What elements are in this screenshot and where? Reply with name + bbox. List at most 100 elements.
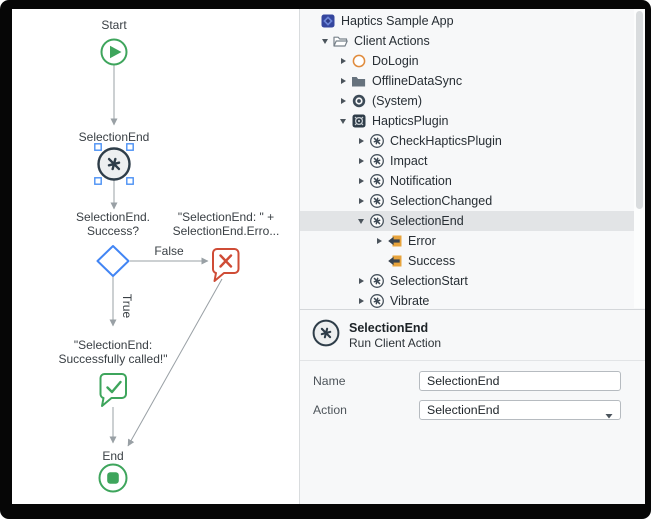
if-node[interactable] [96, 245, 130, 277]
tree-item-success[interactable]: Success [300, 251, 645, 271]
tree-root-app[interactable]: Haptics Sample App [300, 11, 645, 31]
tree-item-label: OfflineDataSync [372, 74, 463, 88]
action-field-label: Action [313, 403, 347, 417]
tree-item-selectionend[interactable]: SelectionEnd [300, 211, 634, 231]
client-action-icon [368, 213, 385, 229]
name-input[interactable] [419, 371, 621, 391]
tree-item-label: SelectionChanged [390, 194, 493, 208]
plugin-icon [350, 114, 367, 128]
tree-item-checkhapticsplugin[interactable]: CheckHapticsPlugin [300, 131, 645, 151]
element-tree: Haptics Sample App Client Actions DoLogi… [300, 9, 645, 310]
tree-item-label: SelectionStart [390, 274, 468, 288]
right-panel: Haptics Sample App Client Actions DoLogi… [299, 9, 645, 504]
selection-handles[interactable] [94, 143, 134, 185]
action-node-label: SelectionEnd [79, 130, 150, 144]
end-label: End [102, 449, 123, 463]
tree-item-offlinedatasync[interactable]: OfflineDataSync [300, 71, 645, 91]
action-field-row: Action SelectionEnd [300, 400, 645, 420]
error-message-node[interactable] [212, 248, 240, 282]
properties-title: SelectionEnd [349, 320, 429, 335]
tree-item-label: Error [408, 234, 436, 248]
output-parameter-icon [386, 233, 403, 249]
run-client-action-node[interactable] [97, 147, 131, 181]
chevron-down-icon[interactable] [354, 217, 368, 225]
tree-item-selectionstart[interactable]: SelectionStart [300, 271, 645, 291]
action-dropdown-value: SelectionEnd [427, 403, 500, 417]
properties-header: SelectionEnd Run Client Action [300, 310, 645, 361]
client-action-icon [368, 293, 385, 309]
name-field-row: Name [300, 371, 645, 391]
tree-root-label: Haptics Sample App [341, 14, 454, 28]
x-icon [219, 254, 233, 268]
tree-item-label: (System) [372, 94, 422, 108]
error-message-label-line1: "SelectionEnd: " + [178, 210, 274, 224]
client-action-icon [368, 173, 385, 189]
client-action-icon [368, 273, 385, 289]
tree-item-label: Notification [390, 174, 452, 188]
end-node[interactable] [98, 463, 128, 493]
run-client-action-icon [312, 319, 340, 352]
chevron-right-icon[interactable] [354, 157, 368, 165]
action-dropdown[interactable]: SelectionEnd [419, 400, 621, 420]
client-action-icon [368, 133, 385, 149]
chevron-right-icon[interactable] [354, 177, 368, 185]
true-branch-label: True [120, 294, 134, 319]
play-icon [110, 45, 122, 59]
chevron-right-icon[interactable] [354, 277, 368, 285]
if-label-line2: Success? [87, 224, 139, 238]
tree-item-label: Impact [390, 154, 428, 168]
start-label: Start [101, 18, 127, 32]
stop-icon [107, 472, 119, 484]
flow-canvas[interactable]: Start SelectionEnd SelectionEnd. Success… [12, 9, 299, 504]
start-node[interactable] [100, 38, 128, 66]
chevron-right-icon[interactable] [336, 77, 350, 85]
properties-subtitle: Run Client Action [349, 335, 442, 350]
folder-open-icon [332, 34, 349, 48]
tree-item-label: HapticsPlugin [372, 114, 449, 128]
chevron-right-icon[interactable] [354, 137, 368, 145]
tree-item-system[interactable]: (System) [300, 91, 645, 111]
tree-item-notification[interactable]: Notification [300, 171, 645, 191]
name-field-label: Name [313, 374, 346, 388]
tree-item-error[interactable]: Error [300, 231, 645, 251]
client-action-icon [368, 193, 385, 209]
tree-scrollbar[interactable] [634, 9, 645, 308]
success-message-label-line1: "SelectionEnd: [74, 338, 152, 352]
tree-item-label: CheckHapticsPlugin [390, 134, 502, 148]
run-client-action-icon [107, 157, 121, 171]
error-message-label-line2: SelectionEnd.Erro... [173, 224, 280, 238]
caret-down-icon [605, 408, 613, 422]
tree-item-client-actions[interactable]: Client Actions [300, 31, 645, 51]
tree-item-label: Client Actions [354, 34, 430, 48]
tree-item-dologin[interactable]: DoLogin [300, 51, 645, 71]
chevron-right-icon[interactable] [354, 197, 368, 205]
client-action-icon [368, 153, 385, 169]
success-message-label-line2: Successfully called!" [59, 352, 168, 366]
connector-error-to-end[interactable] [127, 278, 223, 447]
tree-item-label: DoLogin [372, 54, 419, 68]
tree-item-hapticsplugin[interactable]: HapticsPlugin [300, 111, 645, 131]
scrollbar-thumb[interactable] [636, 11, 643, 209]
tree-item-impact[interactable]: Impact [300, 151, 645, 171]
app-content: Start SelectionEnd SelectionEnd. Success… [12, 9, 645, 504]
tree-item-label: SelectionEnd [390, 214, 464, 228]
app-logo-icon [319, 14, 336, 28]
properties-panel: SelectionEnd Run Client Action Name Acti… [300, 310, 645, 420]
tree-item-vibrate[interactable]: Vibrate [300, 291, 645, 311]
chevron-down-icon[interactable] [318, 37, 332, 45]
success-message-node[interactable] [99, 373, 127, 407]
if-label-line1: SelectionEnd. [76, 210, 150, 224]
tree-item-label: Success [408, 254, 456, 268]
system-icon [350, 94, 367, 108]
tree-item-selectionchanged[interactable]: SelectionChanged [300, 191, 645, 211]
tree-item-label: Vibrate [390, 294, 430, 308]
chevron-down-icon[interactable] [336, 117, 350, 125]
check-icon [106, 380, 122, 394]
folder-closed-icon [350, 74, 367, 88]
chevron-right-icon[interactable] [336, 97, 350, 105]
chevron-right-icon[interactable] [372, 237, 386, 245]
chevron-right-icon[interactable] [354, 297, 368, 305]
client-action-empty-icon [350, 54, 367, 68]
chevron-right-icon[interactable] [336, 57, 350, 65]
